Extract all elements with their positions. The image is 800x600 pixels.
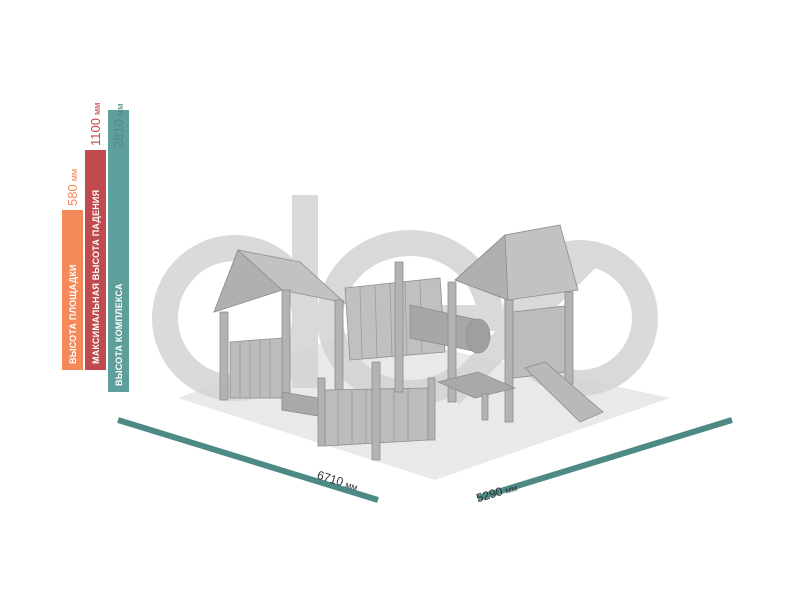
platform-height-label: ВЫСОТА ПЛОЩАДКИ (68, 264, 78, 364)
width-dimension-line (477, 417, 733, 501)
complex-height-label: ВЫСОТА КОМПЛЕКСА (114, 283, 124, 386)
fall-height-label: МАКСИМАЛЬНАЯ ВЫСОТА ПАДЕНИЯ (91, 189, 101, 364)
length-dimension-line (117, 417, 379, 503)
complex-height-value: 2810мм (111, 103, 126, 148)
platform-height-value: 580мм (65, 168, 80, 206)
fall-height-value: 1100мм (88, 102, 103, 146)
complex-height-bar (108, 110, 129, 392)
fall-height-bar (85, 150, 106, 370)
platform-height-bar (62, 210, 83, 370)
playground-complex-icon (213, 224, 604, 461)
